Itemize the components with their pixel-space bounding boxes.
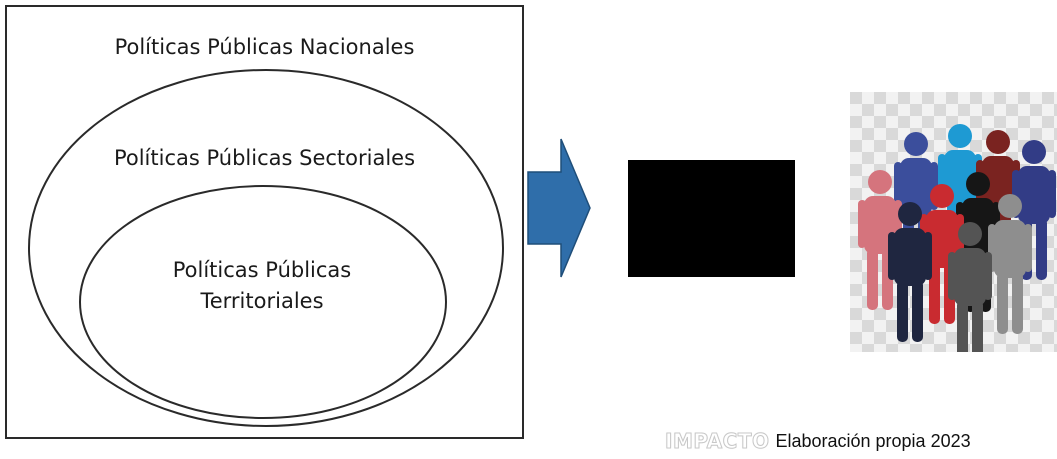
middle-ellipse-label: Políticas Públicas Sectoriales [113,146,416,170]
black-box [628,160,795,277]
outer-ellipse [28,69,504,427]
inner-ellipse [79,185,447,419]
caption-text: Elaboración propia 2023 [775,430,971,451]
caption: IMPACTO Elaboración propia 2023 [664,429,971,454]
inner-label-line1: Políticas Públicas [172,258,352,282]
policy-frame [5,5,524,439]
watermark-logo: IMPACTO [664,429,770,454]
outer-ellipse-label: Políticas Públicas Nacionales [114,35,415,59]
inner-ellipse-label: Políticas Públicas Territoriales [80,255,444,317]
people-group-icon [850,92,1057,352]
inner-label-line2: Territoriales [200,289,324,313]
right-arrow-icon [527,138,591,278]
